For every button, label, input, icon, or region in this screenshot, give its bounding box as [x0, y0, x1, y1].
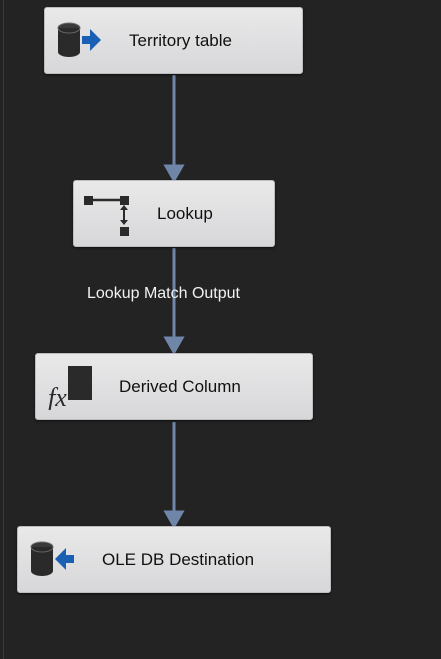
- fx-icon: fx: [46, 364, 94, 412]
- database-source-icon: [55, 18, 103, 64]
- path-arrowhead: [163, 336, 185, 356]
- lookup-icon: [82, 191, 130, 237]
- canvas-left-border: [3, 0, 4, 659]
- task-label: OLE DB Destination: [102, 549, 255, 569]
- path-arrowhead: [163, 510, 185, 530]
- task-label: Territory table: [129, 30, 232, 50]
- path-label-lookup-match-output[interactable]: Lookup Match Output: [87, 285, 240, 302]
- task-label: Lookup: [157, 203, 213, 223]
- task-label: Derived Column: [119, 376, 241, 396]
- task-lookup[interactable]: Lookup: [73, 180, 275, 247]
- path-arrowhead: [163, 164, 185, 184]
- task-territory-table[interactable]: Territory table: [44, 7, 303, 74]
- task-ole-db-destination[interactable]: OLE DB Destination: [17, 526, 331, 593]
- database-destination-icon: [28, 537, 76, 583]
- task-derived-column[interactable]: fx Derived Column: [35, 353, 313, 420]
- svg-text:fx: fx: [48, 383, 67, 410]
